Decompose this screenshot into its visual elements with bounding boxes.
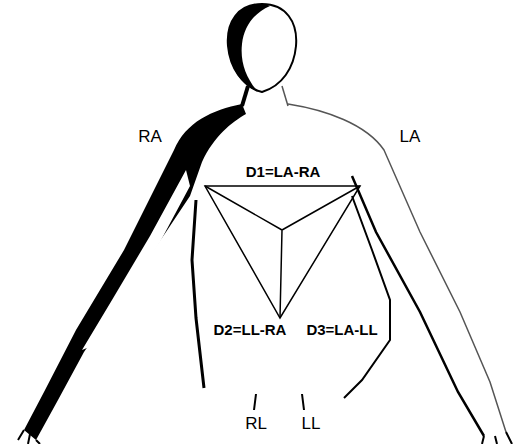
- left-hand: [482, 432, 512, 444]
- right-hand: [18, 430, 40, 444]
- left-arm-outline: [352, 176, 484, 436]
- torso-outline: [344, 196, 390, 398]
- torso-outline: [192, 200, 204, 388]
- electrode-label: RA: [138, 128, 162, 147]
- neck-line: [282, 86, 288, 106]
- arm-highlight: [82, 170, 190, 350]
- leg-line: [302, 394, 304, 410]
- lead-label: D2=LL-RA: [214, 322, 287, 339]
- einthoven-triangle: [205, 186, 360, 318]
- right-arm-silhouette: [24, 104, 246, 440]
- leg-line: [254, 394, 256, 410]
- neck-line: [242, 86, 248, 106]
- head-shade: [228, 4, 270, 92]
- electrode-label: RL: [245, 415, 267, 434]
- lead-label: D3=LA-LL: [306, 322, 377, 339]
- electrode-label: LL: [302, 415, 321, 434]
- triangle-axes: [205, 186, 360, 318]
- head-outline: [228, 4, 296, 92]
- lead-label: D1=LA-RA: [246, 164, 321, 181]
- electrode-label: LA: [400, 128, 421, 147]
